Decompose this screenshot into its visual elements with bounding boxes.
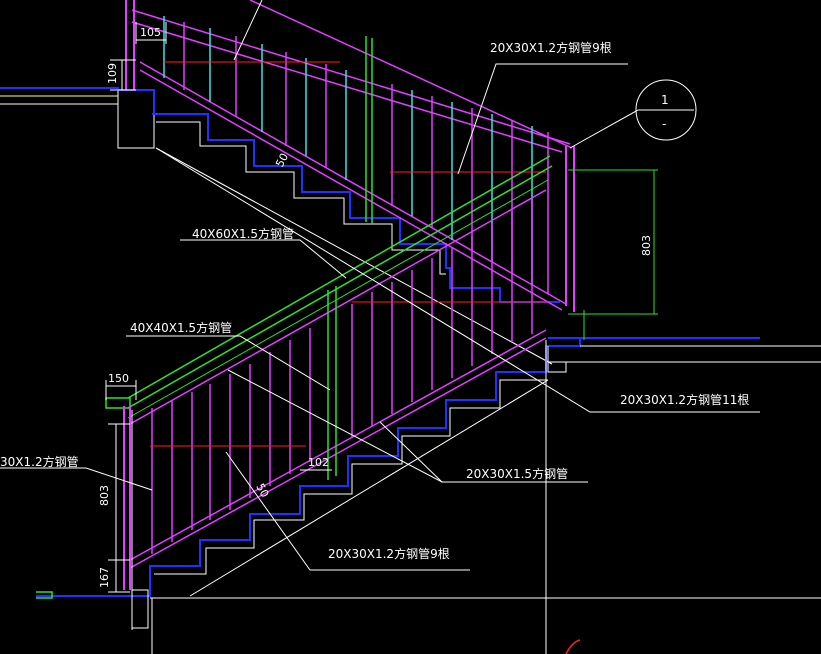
- lower-flight: [36, 155, 760, 630]
- label-pipe-left-partial: 30X1.2方钢管: [0, 454, 79, 469]
- dim-102: 102: [308, 456, 329, 469]
- section-mark-number: 1: [661, 93, 669, 107]
- leader-lines: [0, 0, 760, 571]
- upper-handrail-top-2: [131, 21, 563, 153]
- dim-50-lower: 50: [253, 481, 271, 499]
- lower-handrail-green-2: [127, 165, 553, 409]
- red-fragment: [565, 639, 581, 654]
- lower-handrail-green-3: [127, 179, 549, 419]
- dim-803-left: 803: [98, 485, 111, 506]
- label-pipe-40x40x15: 40X40X1.5方钢管: [130, 320, 232, 335]
- section-mark-sheet: -: [662, 117, 666, 131]
- upper-landing-block: [117, 89, 155, 149]
- label-pipe-40x60x15: 40X60X1.5方钢管: [192, 226, 294, 241]
- lower-soffit-white: [189, 379, 549, 597]
- lower-handrail-green-1: [127, 155, 551, 399]
- upper-step-white: [156, 121, 446, 275]
- upper-balusters: [163, 16, 549, 294]
- label-pipe-20x30x12-11: 20X30X1.2方钢管11根: [620, 392, 749, 407]
- dim-167: 167: [98, 567, 111, 588]
- lower-left-post-cap: [105, 397, 131, 409]
- lower-rail-magenta-2: [129, 329, 547, 561]
- right-dimension-803: [568, 169, 658, 340]
- dimension-lines: [105, 22, 332, 593]
- lower-green-floor: [36, 591, 53, 599]
- dim-109: 109: [106, 63, 119, 84]
- lower-balusters: [151, 200, 533, 554]
- section-mark-circle: [635, 79, 697, 141]
- label-pipe-20x30x12-9-top: 20X30X1.2方钢管9根: [490, 40, 612, 55]
- upper-soffit-white: [155, 147, 553, 365]
- dim-150: 150: [108, 372, 129, 385]
- lower-rail-magenta-3: [129, 337, 547, 569]
- upper-landing-blue-edge: [0, 87, 155, 114]
- upper-top-chord-magenta: [249, 0, 573, 149]
- section-mark: 1 -: [635, 79, 697, 141]
- upper-flight: [0, 0, 575, 365]
- label-pipe-20x30x12-9-bottom: 20X30X1.2方钢管9根: [328, 546, 450, 561]
- label-pipe-20x30x15: 20X30X1.5方钢管: [466, 466, 568, 481]
- lower-step-white: [154, 379, 548, 575]
- dim-105: 105: [140, 26, 161, 39]
- upper-bottom-rail-1: [139, 61, 567, 305]
- landing-floor: [131, 340, 821, 654]
- upper-bottom-rail-2: [139, 69, 563, 311]
- dim-50-upper: 50: [273, 151, 291, 169]
- upper-step-profile: [152, 113, 560, 303]
- upper-handrail-top-1: [131, 9, 571, 145]
- lower-rail-magenta-1: [129, 189, 547, 425]
- dim-803-right: 803: [640, 235, 653, 256]
